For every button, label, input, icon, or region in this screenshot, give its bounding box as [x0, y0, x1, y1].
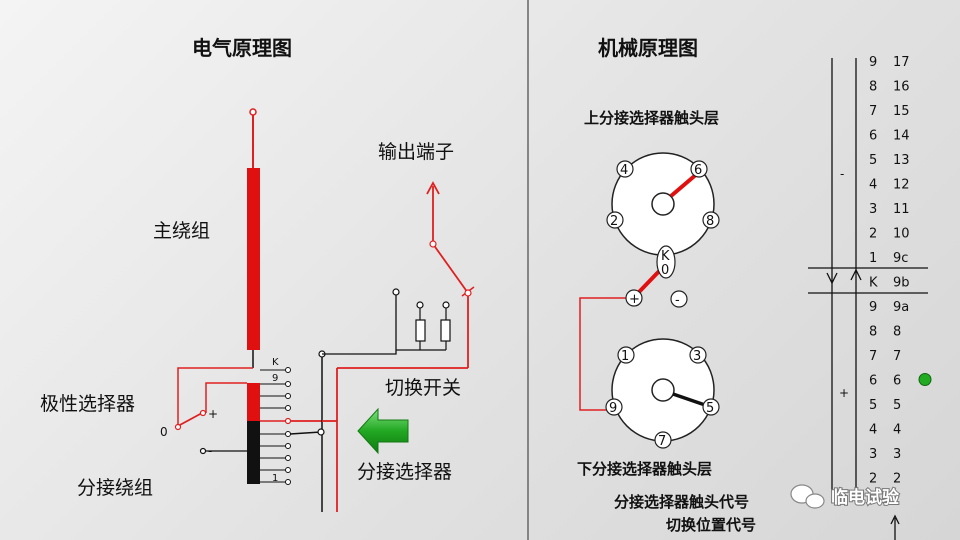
table-position-cell: 10 [893, 227, 910, 242]
mechanical-title: 机械原理图 [598, 36, 698, 60]
upper-contact-k: K [661, 249, 670, 264]
polarity-contact-minus: - [675, 293, 680, 308]
upper-contact-2: 2 [610, 214, 618, 229]
output-terminal-label: 输出端子 [378, 141, 454, 163]
table-position-cell: 14 [893, 129, 910, 144]
table-contact-cell: 3 [869, 447, 877, 462]
lower-layer-label: 下分接选择器触头层 [577, 460, 712, 478]
diverter-switch [322, 181, 475, 369]
polarity-selector-label: 极性选择器 [40, 393, 135, 415]
upper-contact-8: 8 [706, 214, 714, 229]
table-contact-cell: 8 [869, 80, 877, 95]
table-contact-cell: 2 [869, 472, 877, 487]
tap-selector-arrow [357, 407, 409, 455]
table-contact-cell: 7 [869, 349, 877, 364]
table-contact-cell: 4 [869, 423, 877, 438]
table-position-cell: 9c [893, 251, 908, 266]
table-contact-cell: 8 [869, 325, 877, 340]
table-position-cell: 2 [893, 472, 901, 487]
tap-label-1: 1 [272, 473, 278, 484]
main-winding-label: 主绕组 [153, 220, 210, 242]
table-position-cell: 5 [893, 398, 901, 413]
table-position-cell: 3 [893, 447, 901, 462]
polarity-selector [174, 367, 253, 455]
upper-contact-0: 0 [661, 263, 669, 278]
lower-contact-disk [605, 338, 720, 449]
upper-layer-label: 上分接选择器触头层 [584, 109, 719, 127]
table-position-cell: 11 [893, 202, 910, 217]
table-position-cell: 9a [893, 300, 909, 315]
lower-contact-9: 9 [609, 401, 617, 416]
upper-contact-4: 4 [620, 163, 628, 178]
table-position-cell: 6 [893, 374, 901, 389]
table-position-cell: 4 [893, 423, 901, 438]
upper-contact-disk [606, 152, 720, 294]
tap-winding-label: 分接绕组 [77, 477, 153, 499]
polarity-zero: 0 [160, 425, 168, 439]
table-contact-cell: K [869, 276, 878, 291]
table-position-cell: 17 [893, 55, 910, 70]
polarity-minus: - [208, 444, 212, 458]
table-contact-cell: 1 [869, 251, 877, 266]
table-contact-cell: 4 [869, 178, 877, 193]
lower-contact-3: 3 [693, 349, 701, 364]
table-position-cell: 15 [893, 104, 910, 119]
table-contact-cell: 5 [869, 153, 877, 168]
polarity-contact-plus: + [629, 292, 640, 307]
table-position-cell: 13 [893, 153, 910, 168]
table-contact-cell: 2 [869, 227, 877, 242]
tap-label-k: K [272, 357, 279, 368]
lower-contact-7: 7 [658, 434, 666, 449]
table-contact-cell: 6 [869, 374, 877, 389]
table-plus-sign: + [839, 386, 849, 400]
diverter-switch-label: 切换开关 [385, 377, 461, 399]
table-position-cell: 16 [893, 80, 910, 95]
lower-contact-1: 1 [621, 349, 629, 364]
contact-code-label: 分接选择器触头代号 [614, 493, 749, 511]
upper-contact-6: 6 [694, 163, 702, 178]
lower-contact-5: 5 [706, 401, 714, 416]
tap-selector [289, 350, 338, 512]
tap-selector-label: 分接选择器 [357, 461, 452, 483]
table-position-cell: 12 [893, 178, 910, 193]
table-contact-cell: 3 [869, 202, 877, 217]
position-code-label: 切换位置代号 [666, 516, 756, 534]
tap-label-9: 9 [272, 373, 278, 384]
table-contact-cell: 9 [869, 55, 877, 70]
table-contact-cell: 6 [869, 129, 877, 144]
electrical-title: 电气原理图 [192, 36, 292, 60]
watermark-text: 临电试验 [831, 487, 900, 508]
table-minus-sign: - [840, 167, 844, 181]
position-table-rows: 9 17 8 16 7 15 6 14 5 13 4 12 3 11 2 10 1 9cK 9b 9 9a 8 8 7 7 6 6 5… [869, 55, 910, 487]
polarity-contacts [579, 289, 688, 411]
table-position-cell: 8 [893, 325, 901, 340]
main-winding [247, 108, 260, 368]
table-contact-cell: 7 [869, 104, 877, 119]
table-position-cell: 7 [893, 349, 901, 364]
position-table [808, 58, 928, 540]
current-position-indicator [918, 373, 932, 386]
table-position-cell: 9b [893, 276, 910, 291]
watermark: 临电试验 [790, 484, 901, 509]
table-contact-cell: 9 [869, 300, 877, 315]
tap-winding [247, 367, 292, 485]
polarity-plus: + [208, 407, 218, 421]
table-contact-cell: 5 [869, 398, 877, 413]
